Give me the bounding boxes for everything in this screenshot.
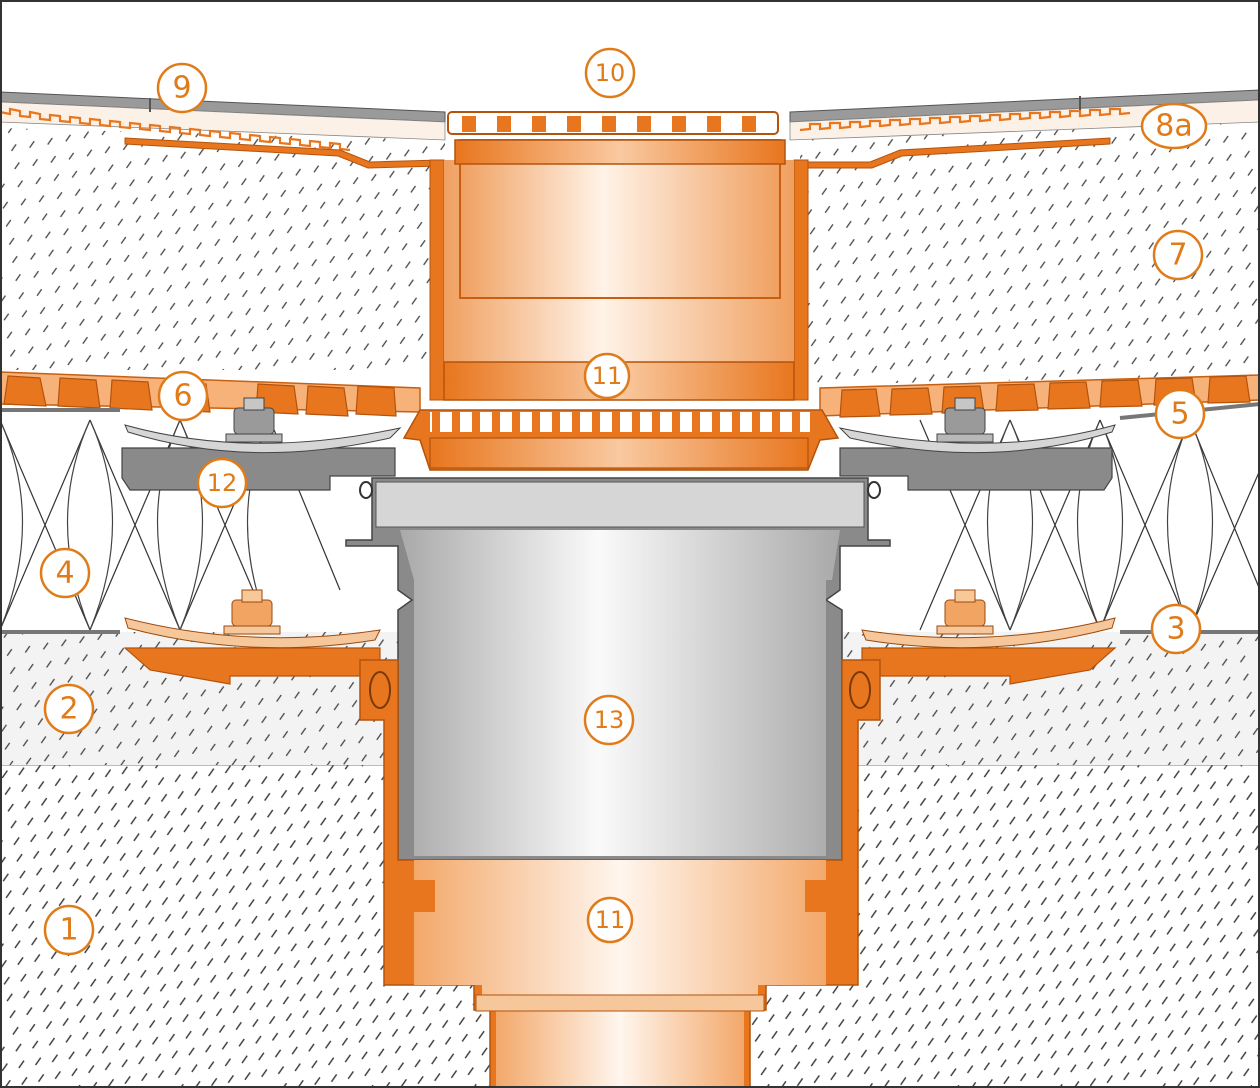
upper-clamp-flange-left bbox=[121, 447, 396, 491]
lower-clamp-ring-left bbox=[124, 617, 381, 649]
label-1: 1 bbox=[43, 904, 95, 956]
lower-bolt-right bbox=[936, 589, 994, 635]
label-6: 6 bbox=[157, 370, 209, 422]
outlet-pipe-seal bbox=[475, 994, 765, 1012]
label-7: 7 bbox=[1152, 229, 1204, 281]
label-11-top-text: 11 bbox=[592, 362, 623, 390]
label-3: 3 bbox=[1150, 603, 1202, 655]
label-9-text: 9 bbox=[172, 71, 191, 106]
label-11-bottom: 11 bbox=[586, 896, 634, 944]
label-8a-text: 8a bbox=[1155, 109, 1192, 144]
drain-collar-lower-band bbox=[429, 437, 809, 469]
label-4: 4 bbox=[39, 547, 91, 599]
label-12-text: 12 bbox=[207, 469, 238, 497]
insulation-arcs bbox=[0, 419, 1213, 631]
label-5: 5 bbox=[1154, 388, 1206, 440]
grey-drain-body-interior bbox=[400, 530, 840, 856]
lower-clamp-flange-left bbox=[123, 647, 381, 685]
grey-drain-body-top bbox=[375, 481, 865, 528]
drain-flange-right bbox=[799, 137, 1111, 169]
label-2: 2 bbox=[43, 683, 95, 735]
upper-clamp-flange-right bbox=[839, 447, 1113, 491]
label-13: 13 bbox=[583, 694, 635, 746]
label-11-bottom-text: 11 bbox=[595, 906, 626, 934]
label-7-text: 7 bbox=[1168, 238, 1187, 273]
upper-screed-hatch bbox=[0, 122, 1260, 385]
upper-clamp-ring-left bbox=[124, 424, 402, 454]
label-5-text: 5 bbox=[1170, 397, 1189, 432]
upper-drain-insert-rim bbox=[454, 139, 786, 165]
label-1-text: 1 bbox=[59, 913, 78, 948]
drain-collar-slots bbox=[432, 412, 800, 432]
label-11-top: 11 bbox=[583, 352, 631, 400]
label-8a: 8a bbox=[1140, 102, 1208, 150]
label-10: 10 bbox=[584, 47, 636, 99]
tile-covering bbox=[0, 89, 1260, 152]
lower-clamp-ring-right bbox=[861, 617, 1116, 649]
drain-grating bbox=[447, 111, 779, 135]
o-ring-seals bbox=[359, 481, 881, 709]
insulation-cross-pattern bbox=[0, 419, 1260, 631]
outlet-pipe bbox=[496, 1010, 744, 1088]
label-6-text: 6 bbox=[173, 379, 192, 414]
label-13-text: 13 bbox=[594, 706, 625, 734]
label-10-text: 10 bbox=[595, 59, 626, 87]
label-2-text: 2 bbox=[59, 692, 78, 727]
upper-bolt-left bbox=[225, 397, 283, 443]
tile-adhesive-waves bbox=[0, 107, 1131, 152]
lower-bolt-left bbox=[223, 589, 281, 635]
label-4-text: 4 bbox=[55, 556, 74, 591]
label-9: 9 bbox=[156, 62, 208, 114]
label-12: 12 bbox=[196, 457, 248, 509]
label-3-text: 3 bbox=[1166, 612, 1185, 647]
upper-bolt-right bbox=[936, 397, 994, 443]
